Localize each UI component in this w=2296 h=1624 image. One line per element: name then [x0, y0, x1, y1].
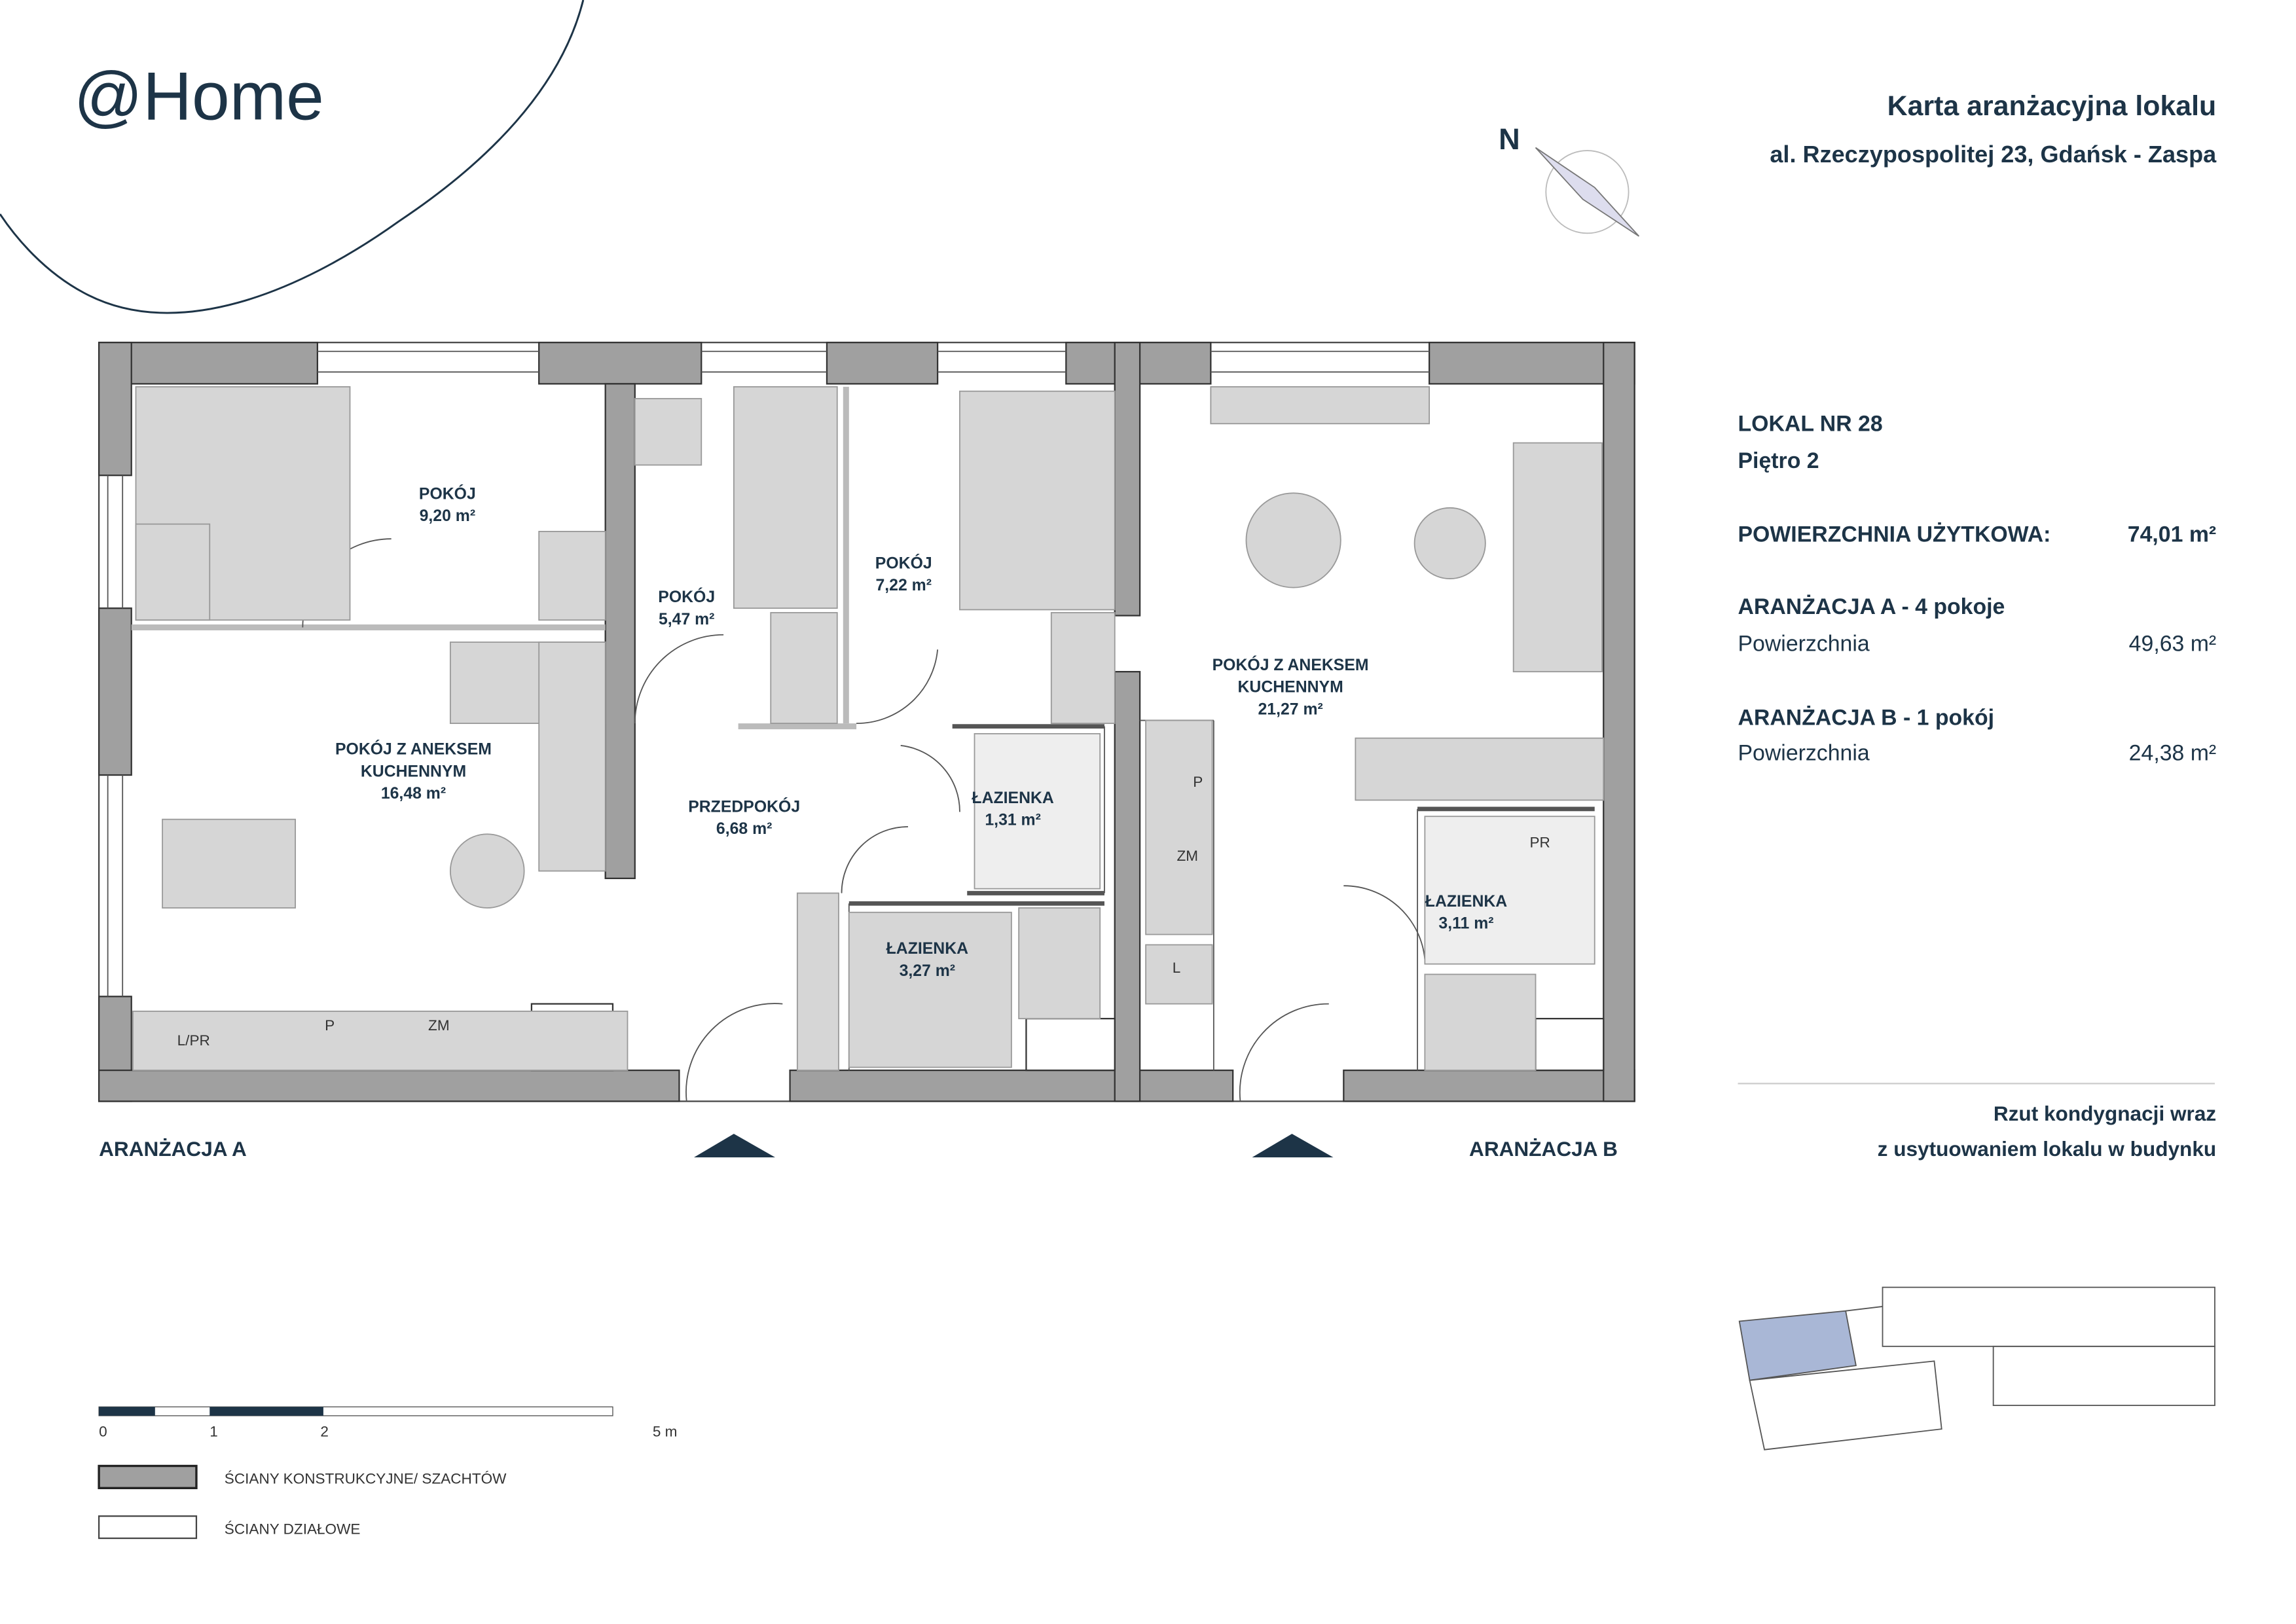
floor-number: Piętro 2	[1738, 448, 1819, 474]
appliance-label: ZM	[1176, 848, 1199, 865]
arrangement-a-caption: ARANŻACJA A	[99, 1136, 247, 1161]
arrangement-b-label: Powierzchnia	[1738, 741, 1870, 767]
appliance-label: L/PR	[177, 1033, 210, 1050]
compass-label: N	[1499, 124, 1520, 157]
arrangement-a-value: 49,63 m²	[2128, 632, 2217, 657]
appliance-label: ZM	[428, 1019, 450, 1035]
total-area-label: POWIERZCHNIA UŻYTKOWA:	[1738, 522, 2051, 548]
rzut-line1: Rzut kondygnacji wraz	[1993, 1101, 2217, 1125]
scale-tick: 2	[320, 1424, 329, 1441]
legend-structural-swatch	[98, 1464, 198, 1490]
decorative-curve	[0, 0, 585, 314]
logo: @Home	[73, 57, 324, 135]
furniture	[132, 386, 1605, 1071]
entrance-a-marker	[693, 1134, 776, 1158]
legend-partition-swatch	[98, 1515, 198, 1540]
compass-icon	[1535, 147, 1640, 237]
appliance-label: PR	[1529, 835, 1550, 852]
scale-tick: 0	[99, 1424, 107, 1441]
scale-tick: 5 m	[652, 1424, 678, 1441]
scale-tick: 1	[210, 1424, 218, 1441]
lokal-number: LOKAL NR 28	[1738, 412, 1883, 437]
entrance-b-marker	[1252, 1134, 1334, 1158]
scale-bar	[98, 1406, 613, 1416]
arrangement-a-title: ARANŻACJA A - 4 pokoje	[1738, 594, 2005, 621]
arrangement-a-label: Powierzchnia	[1738, 632, 1870, 657]
appliance-label: L	[1172, 961, 1181, 978]
legend-partition-label: ŚCIANY DZIAŁOWE	[224, 1522, 361, 1539]
header-title: Karta aranżacyjna lokalu	[1887, 91, 2217, 123]
header-address: al. Rzeczypospolitej 23, Gdańsk - Zaspa	[1770, 143, 2217, 169]
appliance-label: P	[325, 1019, 335, 1035]
legend-structural-label: ŚCIANY KONSTRUKCYJNE/ SZACHTÓW	[224, 1471, 507, 1489]
arrangement-b-title: ARANŻACJA B - 1 pokój	[1738, 706, 1995, 731]
appliance-label: P	[1193, 775, 1203, 791]
building-thumbnail	[1738, 1286, 2215, 1451]
arrangement-b-value: 24,38 m²	[2128, 741, 2217, 767]
rzut-line2: z usytuowaniem lokalu w budynku	[1877, 1136, 2217, 1161]
arrangement-b-caption: ARANŻACJA B	[1469, 1136, 1618, 1161]
total-area-value: 74,01 m²	[2127, 522, 2217, 548]
